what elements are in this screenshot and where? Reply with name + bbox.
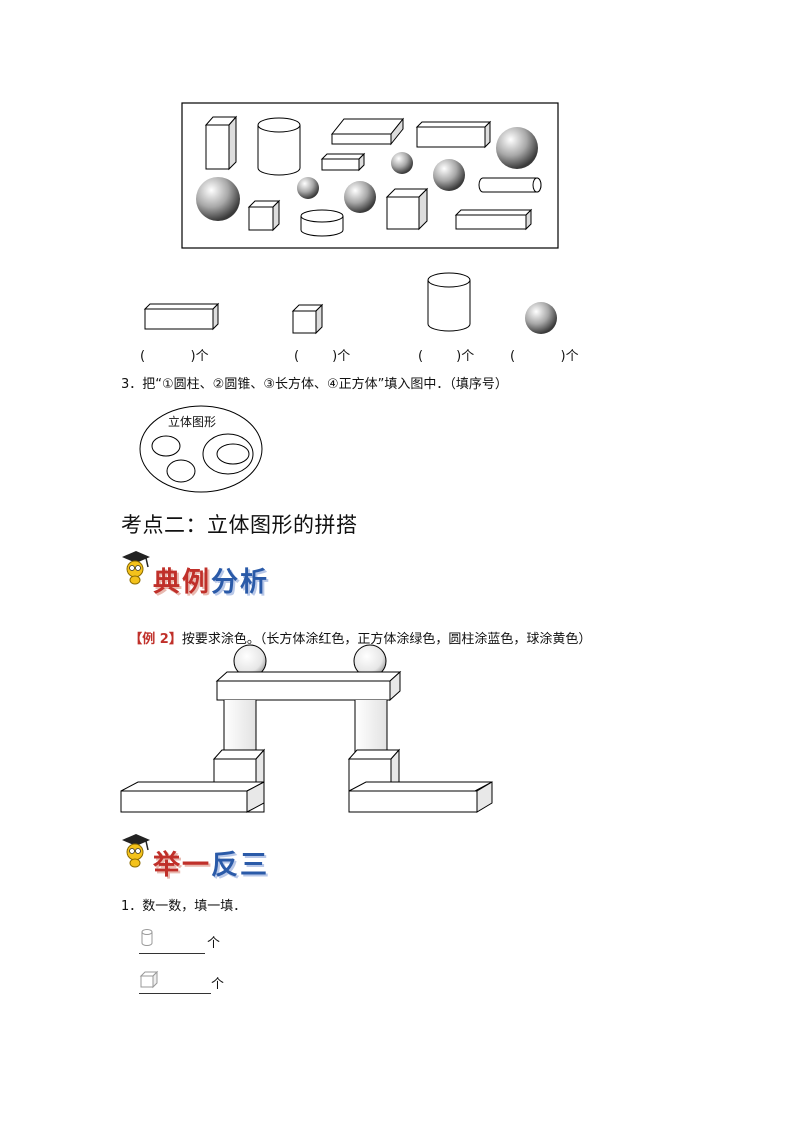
cylinder-unit: 个 (207, 936, 221, 951)
building-figure[interactable] (0, 0, 794, 830)
horizontal-cylinder-shape (478, 177, 542, 193)
banner2-red: 举一 (153, 850, 211, 881)
question3-text: 3．把“①圆柱、②圆锥、③长方体、④正方体”填入图中．（填序号） (121, 377, 508, 392)
cube-count-blank[interactable]: ( )个 (294, 349, 351, 364)
example2-line: 【例 2】按要求涂色。（长方体涂红色，正方体涂绿色，圆柱涂蓝色，球涂黄色） (121, 613, 591, 647)
example2-text: 按要求涂色。（长方体涂红色，正方体涂绿色，圆柱涂蓝色，球涂黄色） (181, 632, 592, 647)
counting-shapes-row (143, 272, 557, 335)
sphere-count-icon (525, 302, 557, 334)
sphere-shape-1 (496, 127, 538, 169)
tall-cuboid-shape (204, 115, 238, 171)
sphere-shape-5 (297, 177, 319, 199)
banner-draw-inferences: 举一反三 (153, 843, 269, 882)
base-cuboid-right (348, 781, 493, 813)
banner-typical-analysis: 典例分析 (153, 560, 269, 599)
venn-label: 立体图形 (168, 415, 217, 429)
cube-unit: 个 (211, 977, 225, 992)
venn-circle-outer-right (202, 433, 254, 475)
cylinder-count-icon (427, 272, 471, 332)
sphere-count-blank[interactable]: ( )个 (510, 349, 579, 364)
cylinder-count-blank[interactable]: ( )个 (418, 349, 475, 364)
cube-right (347, 748, 401, 793)
example2-tag: 【例 2】 (129, 632, 182, 647)
shape-collection-figure (181, 102, 559, 249)
shape-box-frame (181, 102, 559, 249)
cube-shape-2 (385, 187, 429, 231)
cylinder-shape (257, 117, 301, 176)
banner2-blue: 反三 (211, 850, 269, 881)
sphere-shape-2 (391, 152, 413, 174)
banner1-blue: 分析 (211, 567, 269, 598)
venn-diagram[interactable] (0, 0, 794, 500)
section2-title: 考点二：立体图形的拼搭 (121, 513, 358, 537)
flat-cuboid-shape-2 (454, 208, 533, 231)
top-beam-cuboid (215, 670, 402, 702)
cylinder-right (354, 700, 388, 758)
sphere-shape-3 (433, 159, 465, 191)
cube-shape-1 (247, 199, 281, 232)
sphere-shape-6 (344, 181, 376, 213)
venn-circle-small-left (151, 435, 181, 457)
practice1-text: 1．数一数，填一填． (121, 899, 247, 914)
venn-circle-small-bottom (166, 459, 196, 483)
cuboid-count-icon (143, 302, 220, 331)
long-cuboid-shape (415, 120, 492, 149)
base-cuboid-left (120, 781, 265, 813)
doctor-bee-icon (122, 551, 150, 585)
flat-cuboid-shape (330, 117, 405, 146)
short-cylinder-shape (300, 209, 344, 237)
sphere-shape-4 (196, 177, 240, 221)
banner1-red: 典例 (153, 567, 211, 598)
cube-count-icon (291, 303, 324, 335)
venn-circle-inner-right (216, 443, 250, 465)
doctor-bee-icon-2 (122, 834, 150, 868)
cylinder-left (223, 700, 257, 758)
cylinder-count-line[interactable] (139, 953, 205, 954)
cube-count-line[interactable] (139, 993, 211, 994)
small-cube-icon (139, 970, 159, 989)
small-cylinder-icon (141, 929, 153, 946)
small-cuboid-shape (320, 152, 366, 172)
cuboid-count-blank[interactable]: ( )个 (140, 349, 209, 364)
